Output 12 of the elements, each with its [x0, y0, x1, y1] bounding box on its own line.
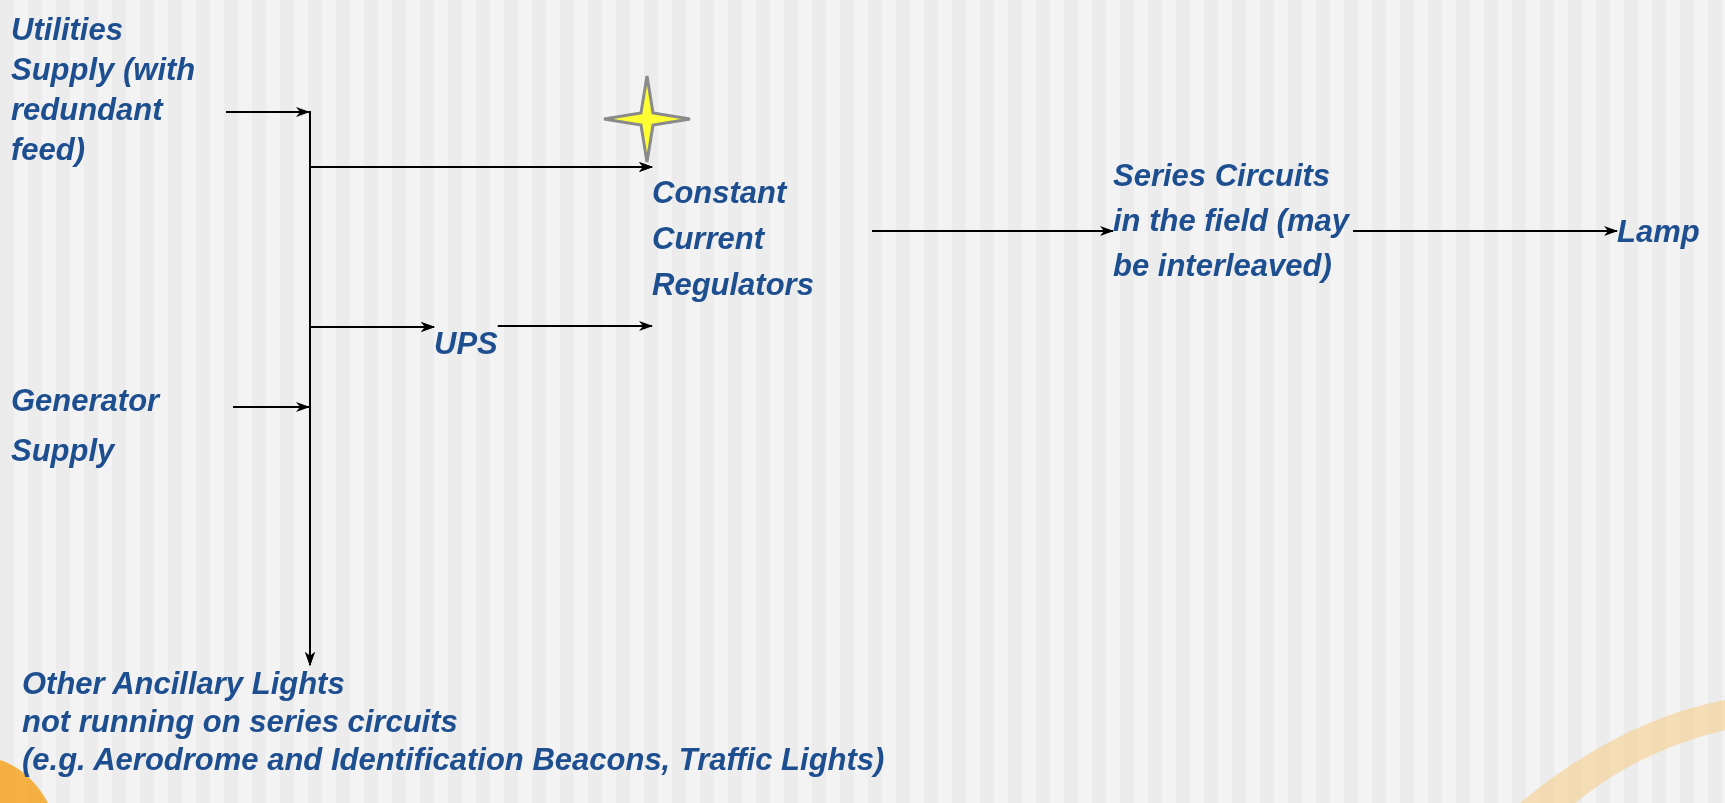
- node-label: (e.g. Aerodrome and Identification Beacons, Traffic Lights): [22, 741, 885, 779]
- node-label: UPS: [434, 325, 498, 363]
- node-label: Constant Current Regulators: [652, 174, 815, 304]
- node-label: Generator Supply: [11, 382, 162, 470]
- arrow: [1352, 226, 1618, 236]
- arrow: [871, 226, 1114, 236]
- node-label: not running on series circuits: [22, 703, 459, 741]
- arrow: [496, 321, 653, 331]
- node-label: Utilities Supply (with redundant feed): [11, 11, 197, 169]
- node-label: Other Ancillary Lights: [22, 665, 346, 703]
- node-label: Lamp: [1617, 213, 1700, 251]
- node-label: Series Circuits in the field (may be interleaved): [1113, 157, 1351, 285]
